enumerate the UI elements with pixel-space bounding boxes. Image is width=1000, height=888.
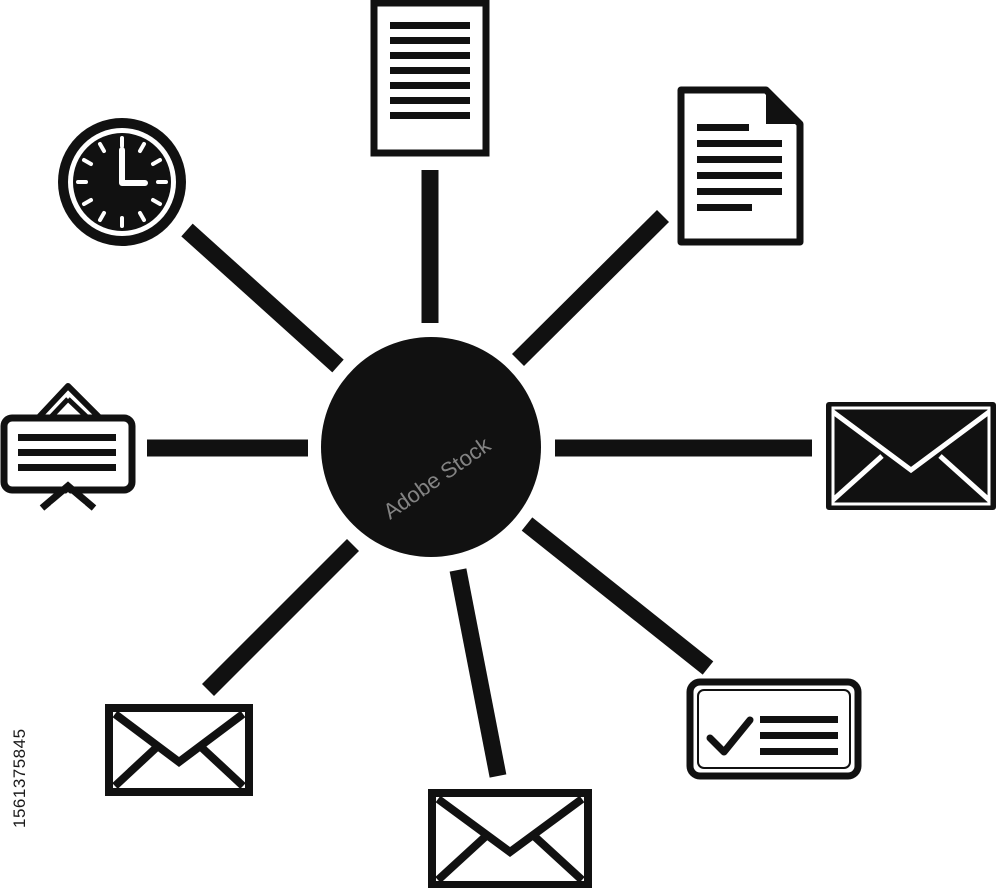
spoke-checklist xyxy=(521,517,714,675)
spoke-document-folded xyxy=(512,209,669,367)
spoke-envelope-bottom-left xyxy=(201,538,360,697)
spoke-envelope-bottom xyxy=(449,568,507,778)
stock-id-text: 1561375845 xyxy=(10,728,29,828)
message-banner-icon xyxy=(0,383,136,511)
envelope-icon-bottom-left xyxy=(105,704,253,796)
document-icon-top xyxy=(370,0,490,157)
spokes xyxy=(147,170,812,778)
envelope-icon-bottom xyxy=(428,789,592,888)
spoke-clock xyxy=(181,223,344,373)
hub-circle xyxy=(321,337,541,557)
envelope-icon-right xyxy=(826,402,996,510)
folded-document-icon xyxy=(677,86,804,246)
stock-id-watermark: 1561375845 xyxy=(6,640,34,830)
checklist-icon xyxy=(686,678,862,780)
clock-icon xyxy=(58,118,186,246)
